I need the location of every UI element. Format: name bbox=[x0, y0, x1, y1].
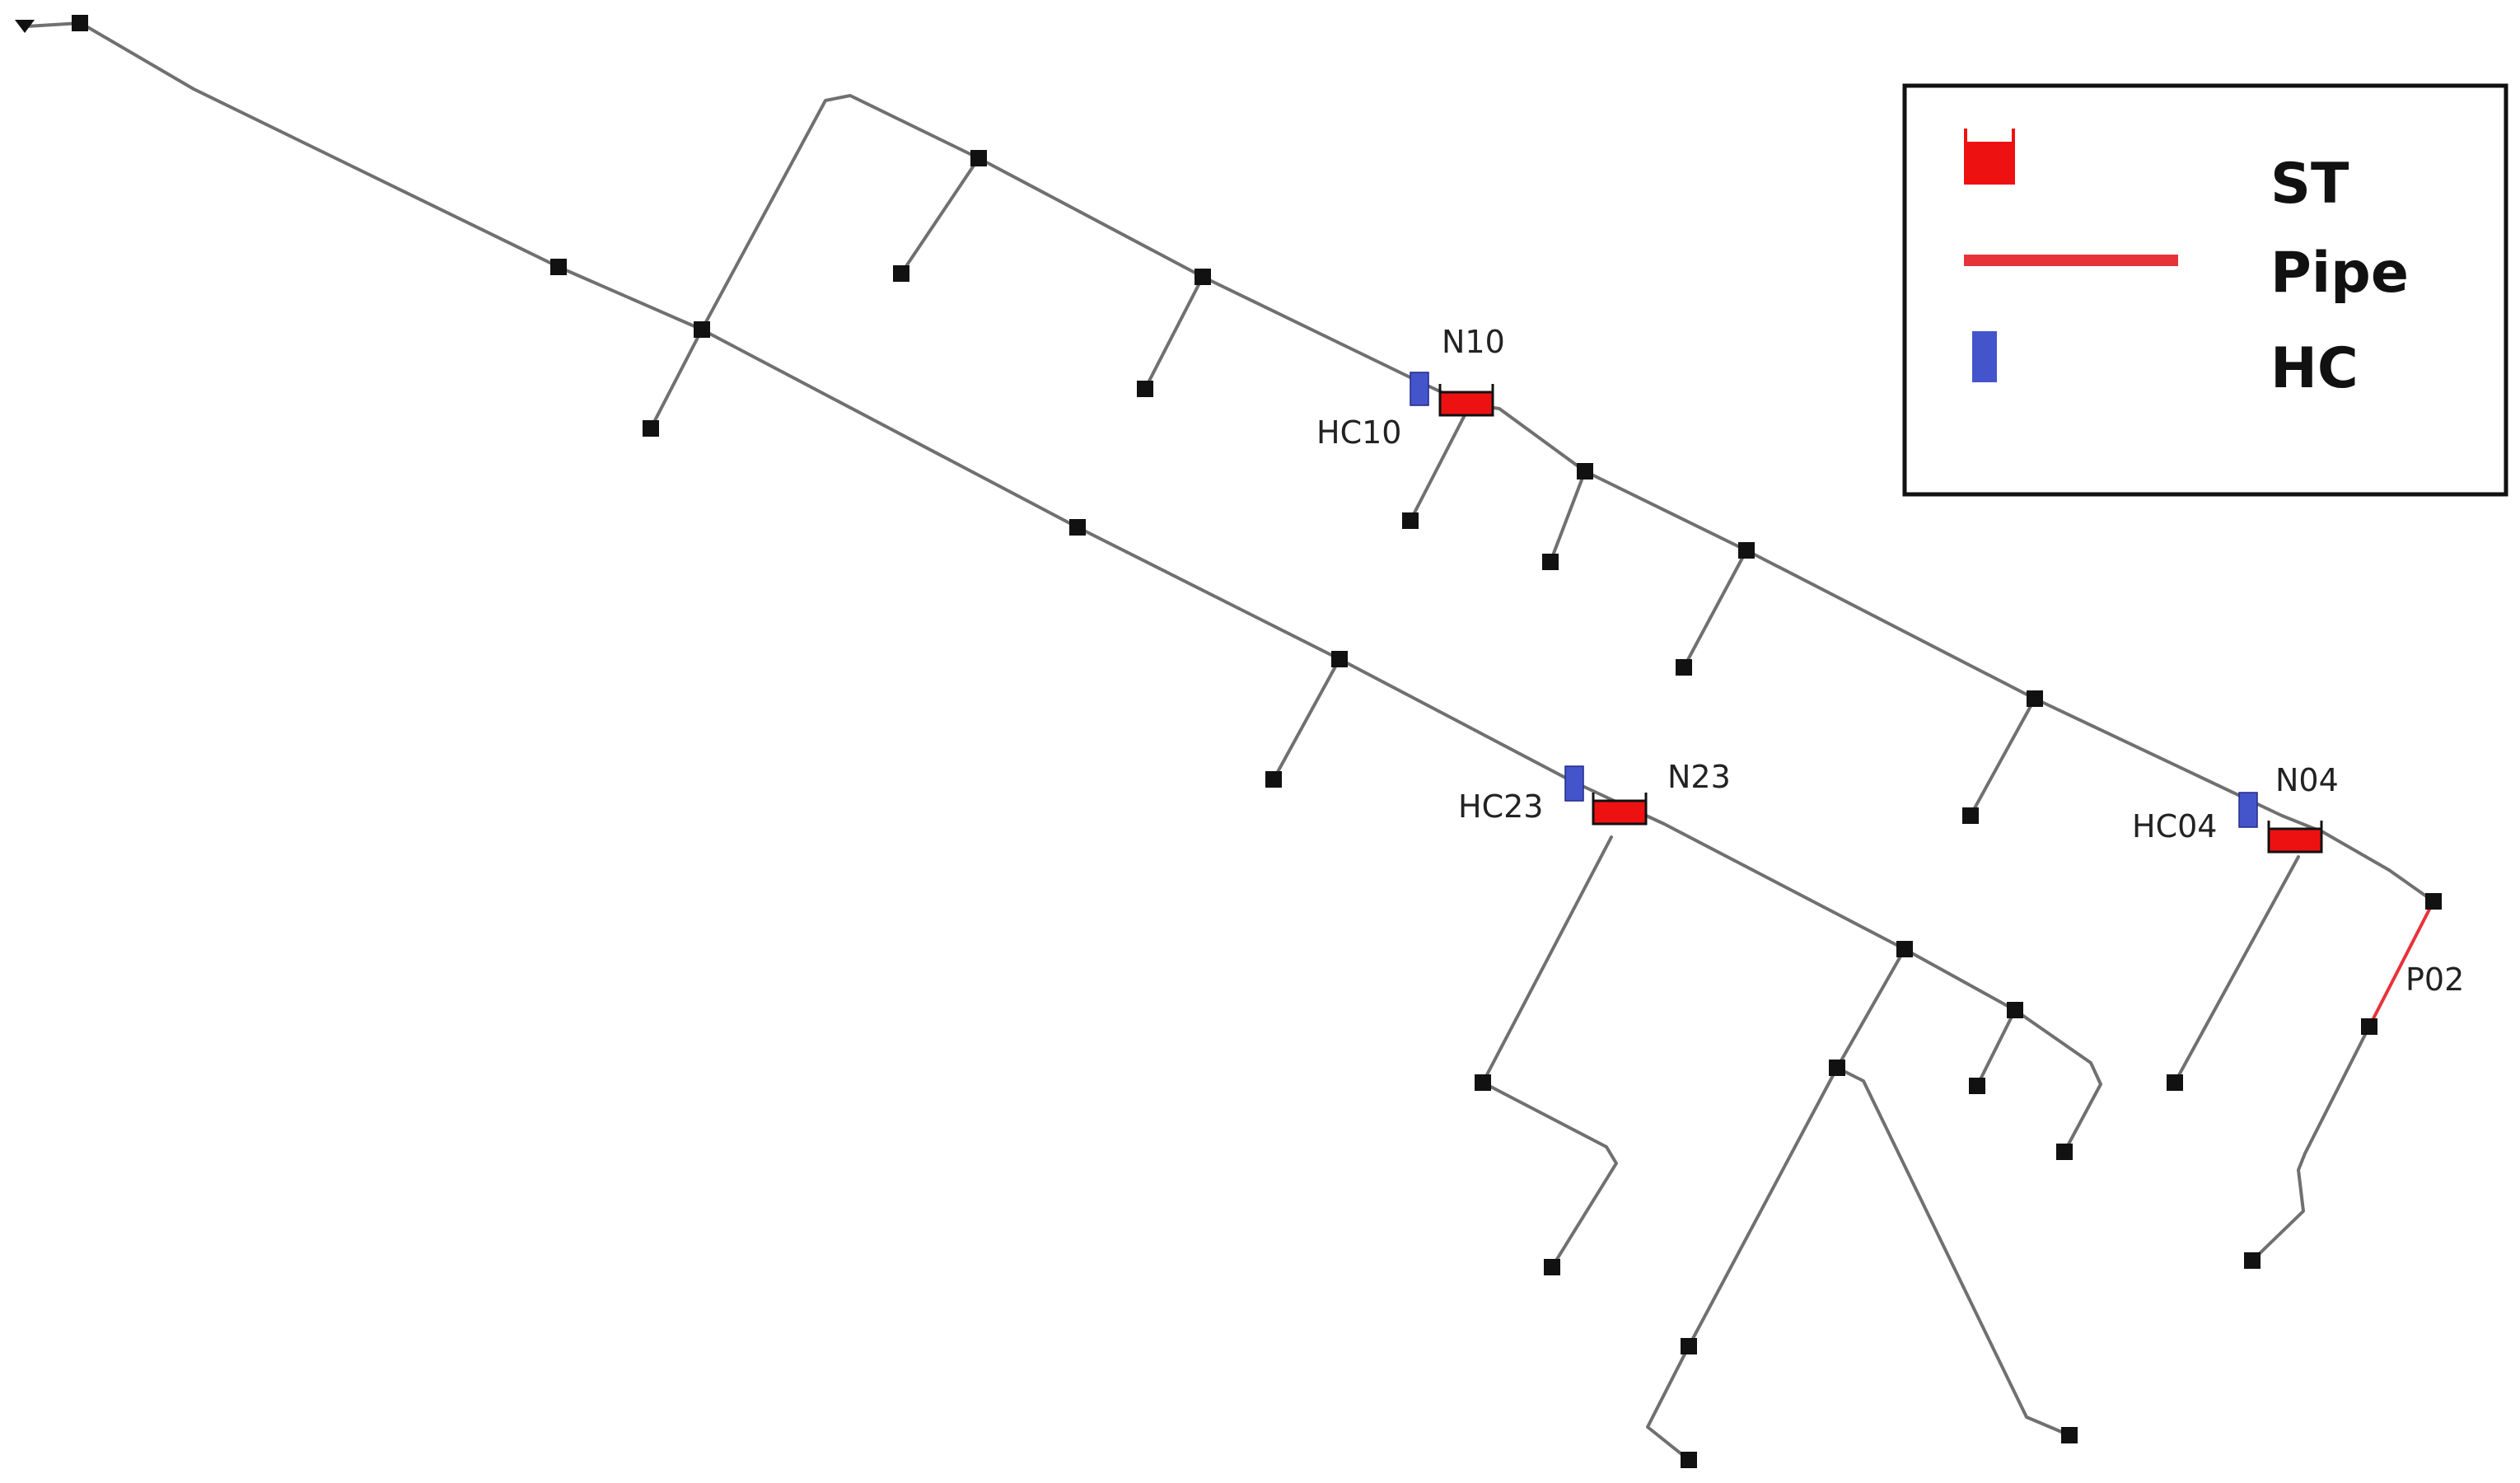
node bbox=[1331, 651, 1348, 667]
node bbox=[2027, 690, 2043, 707]
node bbox=[643, 420, 659, 437]
junction-nodes bbox=[15, 15, 2442, 1468]
node bbox=[1962, 807, 1979, 824]
node bbox=[1475, 1074, 1491, 1091]
node bbox=[1681, 1338, 1697, 1354]
node-label-n04: N04 bbox=[2275, 762, 2339, 798]
pipe-p02 bbox=[2368, 900, 2435, 1028]
node bbox=[2056, 1144, 2073, 1160]
legend-st-icon bbox=[1964, 129, 2015, 185]
pipe-branch bbox=[1549, 470, 1587, 564]
pipe-after-n23 bbox=[1620, 802, 2102, 1153]
node bbox=[1896, 941, 1913, 957]
pipe-deep-branch-right bbox=[1835, 1066, 2071, 1437]
node bbox=[1681, 1452, 1697, 1468]
pipe-branch bbox=[900, 157, 980, 275]
node bbox=[2244, 1252, 2261, 1269]
pipe-after-n04 bbox=[2321, 830, 2435, 903]
pipe-branch bbox=[1143, 275, 1204, 391]
node bbox=[2007, 1002, 2023, 1018]
legend: ST Pipe HC bbox=[1902, 83, 2508, 497]
pipe-after-p02 bbox=[2251, 1025, 2371, 1262]
storage-tank-n23 bbox=[1592, 793, 1648, 826]
reservoir-icon bbox=[15, 20, 35, 33]
pipe-upper-main bbox=[700, 94, 1468, 405]
node bbox=[1577, 463, 1593, 480]
pipe-branch bbox=[1969, 697, 2036, 817]
node bbox=[1676, 659, 1692, 676]
pipe-trunk-start bbox=[25, 21, 704, 331]
pipe-branch bbox=[1975, 1008, 2017, 1088]
storage-tank-icon bbox=[2267, 827, 2323, 854]
node-label-n10: N10 bbox=[1442, 324, 1505, 360]
house-connection-hc23 bbox=[1564, 765, 1584, 802]
storage-tank-icon bbox=[1438, 391, 1494, 417]
node bbox=[2167, 1074, 2183, 1091]
node bbox=[970, 150, 987, 166]
node bbox=[1265, 771, 1282, 788]
node bbox=[1195, 269, 1211, 285]
storage-tank-n04 bbox=[2267, 821, 2323, 854]
node bbox=[2361, 1018, 2377, 1035]
legend-st-label: ST bbox=[2270, 152, 2349, 217]
hc-label-hc10: HC10 bbox=[1316, 414, 1401, 451]
legend-hc-label: HC bbox=[2270, 336, 2359, 401]
pipe-branch bbox=[2173, 855, 2300, 1084]
node bbox=[1137, 381, 1153, 397]
node bbox=[893, 265, 909, 282]
pipe-deep-branch bbox=[1646, 947, 1906, 1462]
node bbox=[694, 321, 710, 338]
hc-label-hc04: HC04 bbox=[2132, 808, 2217, 844]
node bbox=[1829, 1060, 1845, 1076]
node bbox=[1969, 1078, 1985, 1094]
node bbox=[72, 15, 88, 31]
house-connection-hc04 bbox=[2238, 792, 2258, 828]
pipe-branch bbox=[1682, 549, 1748, 669]
node bbox=[550, 259, 567, 275]
node-label-n23: N23 bbox=[1667, 759, 1731, 795]
node bbox=[1542, 554, 1559, 570]
node bbox=[2425, 893, 2442, 910]
node bbox=[1544, 1259, 1560, 1275]
pipe-branch bbox=[1409, 410, 1468, 522]
storage-tank-n10 bbox=[1438, 384, 1494, 417]
node bbox=[1402, 512, 1419, 529]
node bbox=[2061, 1427, 2078, 1443]
pipe-branch bbox=[649, 328, 704, 430]
house-connection-hc10 bbox=[1410, 372, 1429, 406]
pipe-n23-down bbox=[1481, 835, 1618, 1269]
pipe-label-p02: P02 bbox=[2405, 961, 2464, 998]
node bbox=[1069, 519, 1086, 536]
legend-pipe-label: Pipe bbox=[2270, 241, 2409, 306]
hc-label-hc23: HC23 bbox=[1458, 788, 1543, 825]
pipe-branch bbox=[1272, 657, 1341, 781]
legend-hc-icon bbox=[1972, 331, 1997, 382]
storage-tank-icon bbox=[1592, 799, 1648, 826]
node bbox=[1738, 542, 1755, 559]
